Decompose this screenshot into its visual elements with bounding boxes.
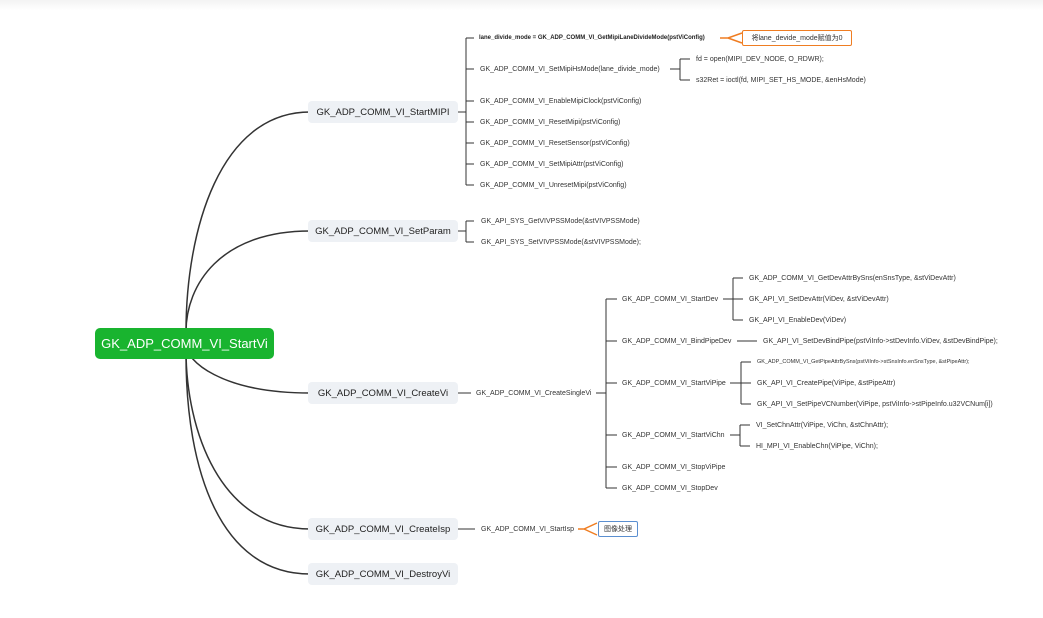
node-get-vivpss-mode[interactable]: GK_API_SYS_GetVIVPSSMode(&stVIVPSSMode) [481,218,640,225]
node-startvipipe[interactable]: GK_ADP_COMM_VI_StartViPipe [622,380,726,387]
node-set-vivpss-mode[interactable]: GK_API_SYS_SetVIVPSSMode(&stVIVPSSMode); [481,239,641,246]
node-enablemipiclock[interactable]: GK_ADP_COMM_VI_EnableMipiClock(pstViConf… [480,98,642,105]
node-startvichn[interactable]: GK_ADP_COMM_VI_StartViChn [622,432,725,439]
note-lane-divide-mode[interactable]: 将lane_devide_mode赋值为0 [742,30,852,46]
node-setdevattr[interactable]: GK_API_VI_SetDevAttr(ViDev, &stViDevAttr… [749,296,889,303]
node-setparam[interactable]: GK_ADP_COMM_VI_SetParam [308,220,458,242]
node-lane-divide-mode[interactable]: lane_divide_mode = GK_ADP_COMM_VI_GetMip… [479,35,705,41]
node-getdevattrbysns[interactable]: GK_ADP_COMM_VI_GetDevAttrBySns(enSnsType… [749,275,956,282]
node-destroyvi[interactable]: GK_ADP_COMM_VI_DestroyVi [308,563,458,585]
node-createvi[interactable]: GK_ADP_COMM_VI_CreateVi [308,382,458,404]
node-stopvipipe[interactable]: GK_ADP_COMM_VI_StopViPipe [622,464,726,471]
note-image-processing[interactable]: 图像处理 [598,521,638,537]
node-setchnattr[interactable]: VI_SetChnAttr(ViPipe, ViChn, &stChnAttr)… [756,422,889,429]
node-startisp[interactable]: GK_ADP_COMM_VI_StartIsp [481,526,574,533]
node-setmipihsmode[interactable]: GK_ADP_COMM_VI_SetMipiHsMode(lane_divide… [480,66,660,73]
node-getpipeattrbysns[interactable]: GK_ADP_COMM_VI_GetPipeAttrBySns(pstViInf… [757,359,970,365]
root-node[interactable]: GK_ADP_COMM_VI_StartVi [95,328,274,359]
node-enablechn[interactable]: HI_MPI_VI_EnableChn(ViPipe, ViChn); [756,443,878,450]
note-connectors [578,32,743,536]
node-setpipevcnumber[interactable]: GK_API_VI_SetPipeVCNumber(ViPipe, pstViI… [757,401,993,408]
node-stopdev[interactable]: GK_ADP_COMM_VI_StopDev [622,485,718,492]
node-setmipiattr[interactable]: GK_ADP_COMM_VI_SetMipiAttr(pstViConfig) [480,161,624,168]
node-resetsensor[interactable]: GK_ADP_COMM_VI_ResetSensor(pstViConfig) [480,140,630,147]
node-bindpipedev[interactable]: GK_ADP_COMM_VI_BindPipeDev [622,338,732,345]
node-enabledev[interactable]: GK_API_VI_EnableDev(ViDev) [749,317,847,324]
node-startdev[interactable]: GK_ADP_COMM_VI_StartDev [622,296,719,303]
node-setdevbindpipe[interactable]: GK_API_VI_SetDevBindPipe(pstViInfo->stDe… [763,338,998,345]
node-open-mipi-dev[interactable]: fd = open(MIPI_DEV_NODE, O_RDWR); [696,56,824,63]
node-unresetmipi[interactable]: GK_ADP_COMM_VI_UnresetMipi(pstViConfig) [480,182,627,189]
node-resetmipi[interactable]: GK_ADP_COMM_VI_ResetMipi(pstViConfig) [480,119,621,126]
node-startmipi[interactable]: GK_ADP_COMM_VI_StartMIPI [308,101,458,123]
node-ioctl-hs-mode[interactable]: s32Ret = ioctl(fd, MIPI_SET_HS_MODE, &en… [696,77,866,84]
node-createisp[interactable]: GK_ADP_COMM_VI_CreateIsp [308,518,458,540]
node-createpipe[interactable]: GK_API_VI_CreatePipe(ViPipe, &stPipeAttr… [757,380,896,387]
node-createsinglevi[interactable]: GK_ADP_COMM_VI_CreateSingleVi [476,390,592,397]
